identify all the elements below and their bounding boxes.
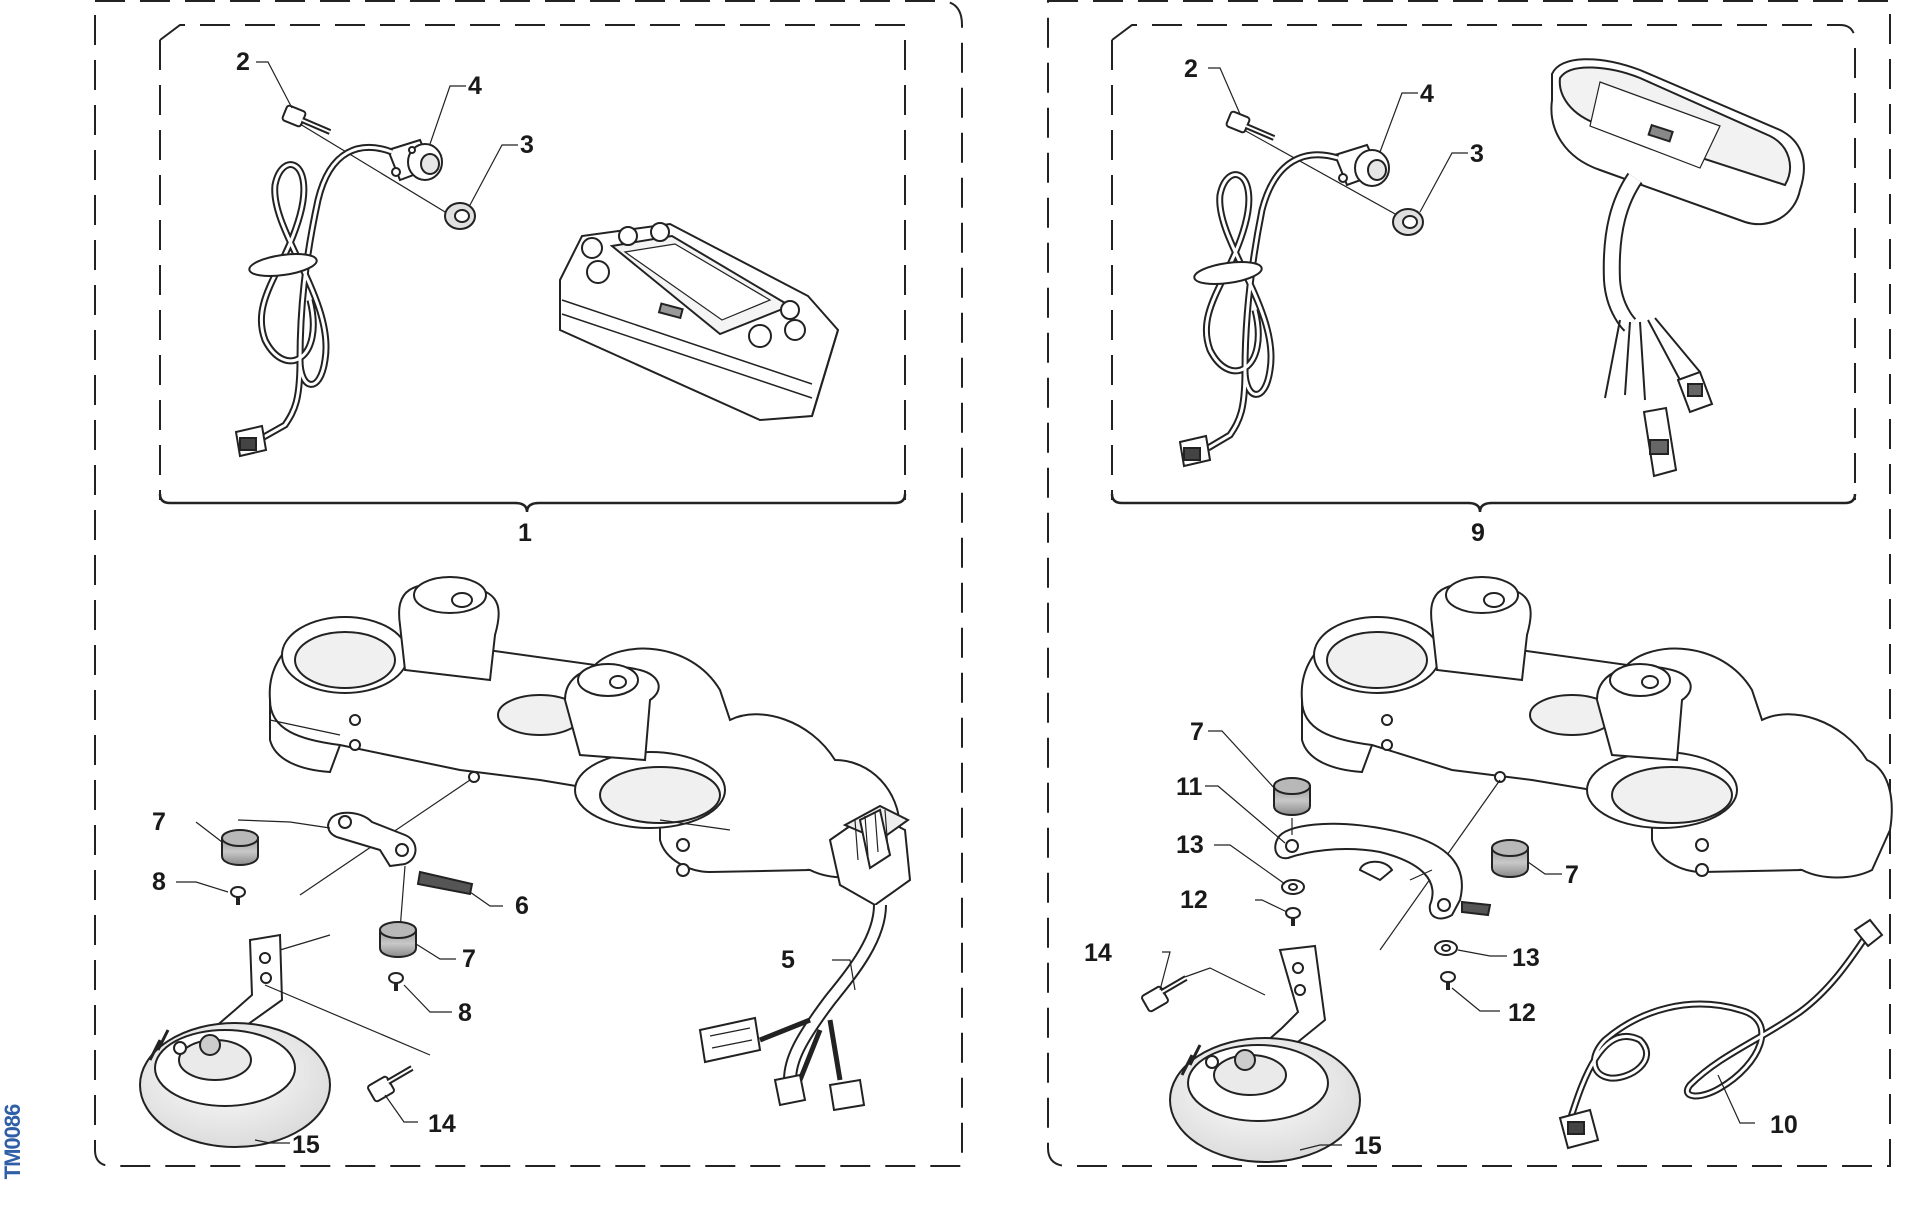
callout-screw-upper: 8 bbox=[152, 868, 166, 896]
mounting-bracket-icon bbox=[1274, 822, 1492, 920]
sensor-cable-icon bbox=[257, 143, 394, 442]
speed-sensor-icon bbox=[1333, 143, 1390, 187]
group-label-9: 9 bbox=[1471, 519, 1485, 547]
callout-bolt: 2 bbox=[236, 48, 250, 76]
rubber-mount-icon bbox=[1273, 777, 1311, 816]
kit-brackets bbox=[158, 493, 1857, 513]
right-panel-frame bbox=[1047, 0, 1891, 1167]
left-kit-parts bbox=[234, 104, 840, 458]
sensor-cable-outline bbox=[1204, 153, 1339, 450]
assembly-line bbox=[299, 123, 456, 219]
cable-tie-icon bbox=[248, 253, 318, 277]
reference-code: TM0086 bbox=[0, 1104, 25, 1180]
callout-rubber-mount-lower: 7 bbox=[462, 945, 476, 973]
screw-icon bbox=[388, 972, 404, 991]
callout-screw-left: 12 bbox=[1180, 886, 1208, 914]
left-kit-frame bbox=[159, 24, 906, 500]
right-lower-assembly bbox=[1141, 576, 1893, 1163]
panel-frames bbox=[94, 0, 1891, 1167]
right-callouts: 2 4 3 7 7 10 11 12 12 13 13 14 15 bbox=[1084, 55, 1798, 1160]
callout-mounting-bracket: 6 bbox=[515, 892, 529, 920]
left-callouts: 2 4 3 5 6 7 7 8 8 14 15 bbox=[152, 48, 795, 1159]
right-kit-bracket bbox=[1110, 493, 1857, 513]
assembly-line bbox=[237, 819, 331, 829]
callout-extension-cable: 10 bbox=[1770, 1111, 1798, 1139]
rubber-mount-icon bbox=[221, 829, 259, 866]
callout-screw-lower: 8 bbox=[458, 999, 472, 1027]
bolt-icon bbox=[1225, 110, 1276, 141]
callout-bushing: 3 bbox=[1470, 140, 1484, 168]
leader-lines bbox=[176, 61, 1755, 1151]
spacer-icon bbox=[1434, 940, 1458, 956]
left-kit-bracket bbox=[158, 493, 907, 513]
callout-rubber-mount-upper: 7 bbox=[152, 808, 166, 836]
bushing-icon bbox=[1392, 208, 1424, 236]
assembly-line bbox=[1409, 869, 1433, 881]
callout-horn: 15 bbox=[1354, 1132, 1382, 1160]
mounting-bracket-icon bbox=[327, 811, 474, 896]
right-kit-frame bbox=[1111, 24, 1856, 500]
callout-washer-left: 11 bbox=[1176, 773, 1203, 801]
horn-icon bbox=[1169, 1037, 1361, 1163]
assembly-line bbox=[399, 865, 406, 931]
callout-horn: 15 bbox=[292, 1131, 320, 1159]
screw-icon bbox=[1440, 971, 1456, 990]
rubber-mount-icon bbox=[1491, 839, 1529, 878]
extension-cable-icon bbox=[1558, 918, 1884, 1150]
left-lower-assembly bbox=[139, 576, 912, 1148]
callout-rubber-mount-left: 7 bbox=[1190, 718, 1204, 746]
sensor-connector-icon bbox=[234, 424, 268, 458]
speed-sensor-icon bbox=[386, 138, 443, 182]
sensor-cable-outline bbox=[259, 145, 393, 440]
callout-horn-bolt: 14 bbox=[428, 1110, 456, 1138]
callout-spacer-left: 13 bbox=[1176, 831, 1204, 859]
callout-rubber-mount-right: 7 bbox=[1565, 861, 1579, 889]
bolt-icon bbox=[1141, 975, 1188, 1013]
rubber-mount-icon bbox=[379, 921, 417, 958]
bolt-icon bbox=[367, 1065, 414, 1103]
screw-icon bbox=[230, 886, 246, 905]
callout-bushing: 3 bbox=[520, 131, 534, 159]
callout-horn-bolt: 14 bbox=[1084, 939, 1112, 967]
screw-icon bbox=[1285, 907, 1301, 926]
spacer-icon bbox=[1281, 879, 1305, 895]
callout-spacer-right: 13 bbox=[1512, 944, 1540, 972]
triple-clamp-icon bbox=[1300, 576, 1893, 879]
callout-bolt: 2 bbox=[1184, 55, 1198, 83]
callout-speed-sensor: 4 bbox=[468, 72, 482, 100]
bushing-icon bbox=[444, 202, 476, 230]
instrument-display-icon bbox=[1550, 58, 1805, 478]
wiring-adapter-icon bbox=[698, 804, 912, 1112]
assembly-line bbox=[1243, 129, 1407, 221]
assembly-line bbox=[279, 934, 331, 951]
assembly-line bbox=[264, 984, 431, 1056]
callout-speed-sensor: 4 bbox=[1420, 80, 1434, 108]
cable-tie-icon bbox=[1193, 261, 1263, 285]
callout-wiring-adapter: 5 bbox=[781, 946, 795, 974]
sensor-connector-icon bbox=[1178, 434, 1212, 468]
bolt-icon bbox=[281, 104, 332, 135]
right-kit-parts bbox=[1178, 58, 1805, 478]
assembly-line bbox=[1181, 967, 1266, 996]
horn-icon bbox=[139, 1022, 331, 1148]
triple-clamp-icon bbox=[268, 576, 902, 879]
group-label-1: 1 bbox=[518, 519, 532, 547]
left-panel-frame bbox=[94, 0, 963, 1167]
instrument-display-icon bbox=[559, 222, 840, 422]
sensor-cable-icon bbox=[1202, 151, 1340, 452]
callout-screw-right: 12 bbox=[1508, 999, 1536, 1027]
